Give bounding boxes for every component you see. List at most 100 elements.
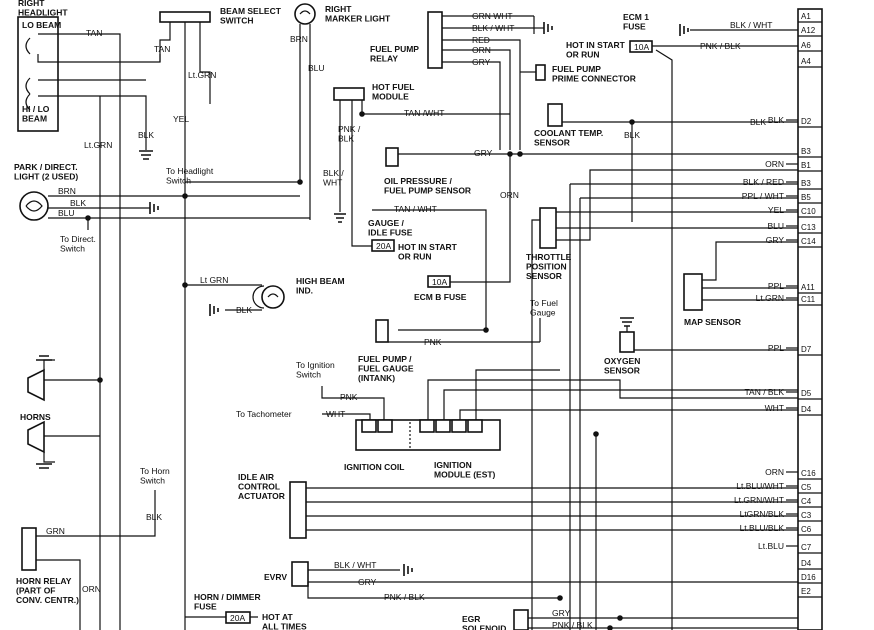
fuel-pump-gauge-label: FUEL PUMP /FUEL GAUGE(INTANK) bbox=[358, 354, 414, 383]
wire-blk-horn: BLK bbox=[146, 512, 162, 522]
ecm-wire-label-bg bbox=[756, 541, 786, 551]
ecm-pin-c13: C13 bbox=[801, 223, 816, 232]
map-sensor-label: MAP SENSOR bbox=[684, 317, 741, 327]
park-direct-label: PARK / DIRECT.LIGHT (2 USED) bbox=[14, 162, 78, 182]
ecm-pin-c14: C14 bbox=[801, 237, 816, 246]
horns-label: HORNS bbox=[20, 412, 51, 422]
map-sensor: MAP SENSOR bbox=[683, 273, 741, 327]
ecm-wire-label-bg bbox=[737, 523, 787, 533]
fuse-20a-horn: 20A bbox=[230, 613, 245, 623]
ecm-wire-label-bg bbox=[765, 281, 787, 291]
ecm-wire-label: Lt.BLU/WHT bbox=[736, 481, 784, 491]
ecm-wire-label: LtGRN/BLK bbox=[740, 509, 785, 519]
ecm-pin-a1: A1 bbox=[801, 12, 811, 21]
gauge-idle-label: GAUGE /IDLE FUSE bbox=[368, 218, 413, 238]
ecm-pin-a12: A12 bbox=[801, 26, 816, 35]
wire-blk-coolant: BLK bbox=[750, 117, 766, 127]
ecm-wire-label-bg bbox=[737, 509, 787, 519]
ecm-wire-label: BLK bbox=[768, 115, 784, 125]
wire-blk-park: BLK bbox=[70, 198, 86, 208]
wire-blk-wht-evrv: BLK / WHT bbox=[334, 560, 377, 570]
ecm-pin-c5: C5 bbox=[801, 483, 812, 492]
wire-tan-beam: TAN bbox=[154, 44, 170, 54]
ecm-wire-label-bg bbox=[763, 235, 787, 245]
ecm-wire-label: PPL bbox=[768, 281, 784, 291]
ecm-wire-label-bg bbox=[765, 205, 787, 215]
ecm-wire-label: Lt.BLU bbox=[758, 541, 784, 551]
ecm-wire-label: PPL / WHT bbox=[742, 191, 784, 201]
ecm-wire-label: Lt.GRN/WHT bbox=[734, 495, 784, 505]
ecm-wire-label-bg bbox=[763, 467, 786, 477]
ecm-wire-label-bg bbox=[739, 191, 786, 201]
to-tachometer: To Tachometer bbox=[236, 409, 292, 419]
ecm-wire-label-bg bbox=[742, 387, 787, 397]
wire-ltgrn-highbeam: Lt GRN bbox=[200, 275, 228, 285]
ecm-pin-b3: B3 bbox=[801, 179, 811, 188]
ecm-pin-a6: A6 bbox=[801, 41, 811, 50]
fuel-pump-gauge: FUEL PUMP /FUEL GAUGE(INTANK) bbox=[358, 319, 414, 383]
ecm-wire-label-bg bbox=[734, 481, 786, 491]
wire-gry-egr: GRY bbox=[552, 608, 571, 618]
wire-brn-park: BRN bbox=[58, 186, 76, 196]
wire-red-relay: RED bbox=[472, 35, 490, 45]
ecm-pin-d7: D7 bbox=[801, 345, 812, 354]
fuse-20a-gauge: 20A bbox=[376, 241, 391, 251]
wire-pnk-blk-ecm: PNK / BLK bbox=[700, 41, 741, 51]
wire-blk-wht-relay: BLK / WHT bbox=[472, 23, 515, 33]
ecm-pin-b5: B5 bbox=[801, 193, 811, 202]
ecm-wire-label-bg bbox=[765, 115, 787, 125]
ecm-wire-label: ORN bbox=[765, 159, 784, 169]
wire-blk-wht-ecm: BLK / WHT bbox=[730, 20, 773, 30]
ecm-pin-c7: C7 bbox=[801, 543, 812, 552]
ecm-pin-c3: C3 bbox=[801, 511, 812, 520]
ecm-pin-d4: D4 bbox=[801, 559, 812, 568]
wire-blk-wht-module: BLK /WHT bbox=[323, 168, 344, 188]
wire-grn-horn: GRN bbox=[46, 526, 65, 536]
wire-orn-vertical: ORN bbox=[500, 190, 519, 200]
ecm-connector bbox=[797, 8, 823, 630]
fuse-10a-ecmb: 10A bbox=[432, 277, 447, 287]
ecm-b-fuse-label: ECM B FUSE bbox=[414, 292, 467, 302]
wire-pnk-ign: PNK bbox=[340, 392, 358, 402]
ecm-pin-d4: D4 bbox=[801, 405, 812, 414]
ecm-wire-label: PPL bbox=[768, 343, 784, 353]
ecm-pin-a4: A4 bbox=[801, 57, 811, 66]
ecm-wire-label-bg bbox=[731, 495, 786, 505]
ecm-wire-label: Lt.GRN bbox=[756, 293, 784, 303]
ecm-pin-c6: C6 bbox=[801, 525, 812, 534]
wire-orn-horn: ORN bbox=[82, 584, 101, 594]
ecm-wire-label: GRY bbox=[766, 235, 785, 245]
wire-pnk-blk-evrv: PNK / BLK bbox=[384, 592, 425, 602]
wire-pnk-egr: PNK / BLK bbox=[552, 620, 593, 630]
ecm-wire-label: WHT bbox=[765, 403, 784, 413]
wire-tan-headlight: TAN bbox=[86, 28, 102, 38]
wire-yel-beam: YEL bbox=[173, 114, 189, 124]
ecm-pin-c16: C16 bbox=[801, 469, 816, 478]
wire-pnk-fuelpump: PNK bbox=[424, 337, 442, 347]
